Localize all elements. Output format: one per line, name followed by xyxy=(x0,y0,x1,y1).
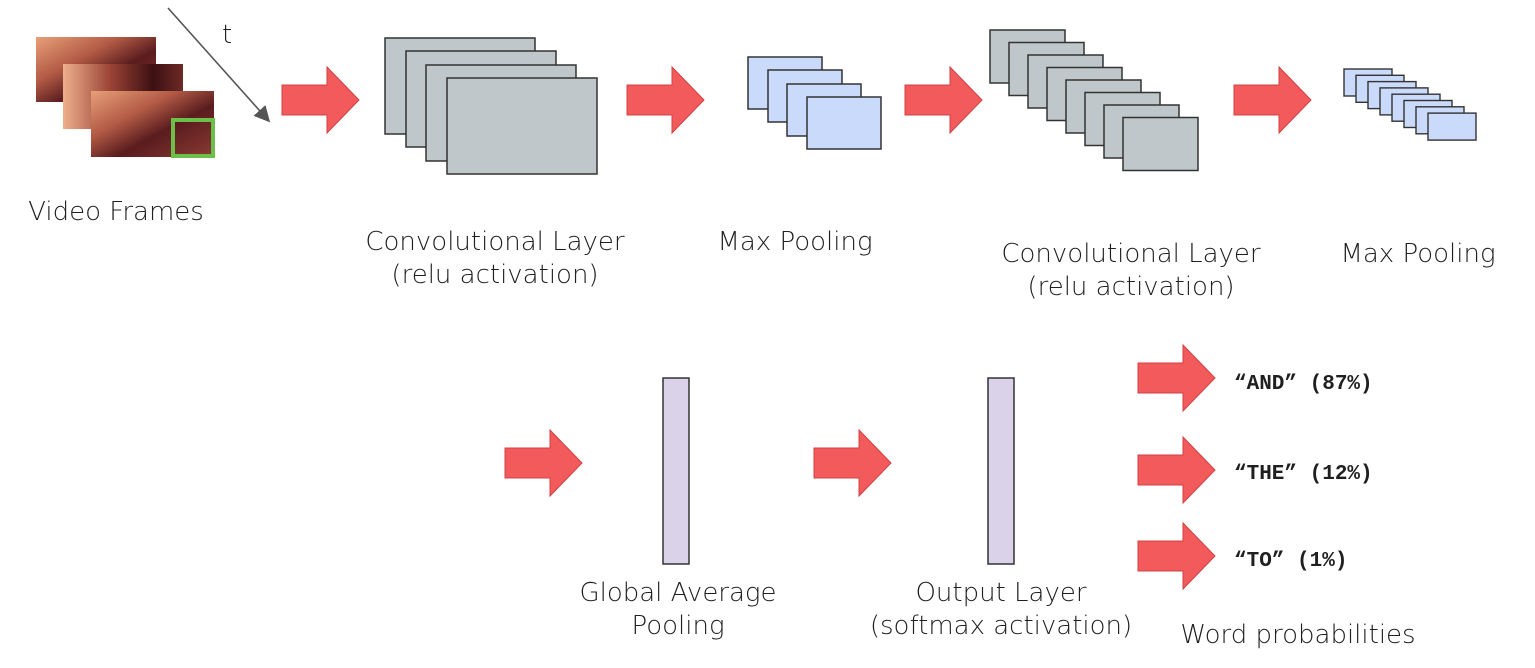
output-word: “TO” xyxy=(1234,550,1285,573)
pool-layer-1-stack xyxy=(747,56,882,150)
word-probabilities-label: Word probabilities xyxy=(1180,620,1416,650)
output-probability: (12%) xyxy=(1309,463,1373,486)
conv-layer-2-stack xyxy=(989,29,1199,172)
conv-layer-1-label: Convolutional Layer (relu activation) xyxy=(365,227,625,290)
max-pooling-2-label: Max Pooling xyxy=(1340,239,1496,269)
output-layer-label: Output Layer (softmax activation) xyxy=(869,578,1133,641)
output-layer-vector xyxy=(987,377,1015,565)
time-axis-arrow xyxy=(167,7,271,123)
pool-2-feature-map xyxy=(1427,112,1477,141)
conv-layer-2-label: Convolutional Layer (relu activation) xyxy=(1001,239,1261,302)
global-average-pooling-label: Global Average Pooling xyxy=(579,578,777,641)
output-word: “AND” xyxy=(1234,373,1298,396)
output-probability: (1%) xyxy=(1297,550,1348,573)
flow-arrow-icon xyxy=(1137,343,1216,413)
flow-arrow-icon xyxy=(1137,521,1216,591)
flow-arrow-icon xyxy=(281,65,360,135)
receptive-field-highlight xyxy=(171,118,215,158)
video-frames-stack xyxy=(36,37,215,158)
output-probability: (87%) xyxy=(1309,373,1373,396)
output-word-row: “THE” (12%) xyxy=(1234,463,1373,486)
flow-arrow-icon xyxy=(904,65,983,135)
global-average-pooling-vector xyxy=(662,377,690,565)
conv-layer-1-stack xyxy=(384,37,598,175)
pool-layer-2-stack xyxy=(1343,68,1477,141)
flow-arrows xyxy=(281,65,1312,591)
output-word: “THE” xyxy=(1234,463,1298,486)
flow-arrow-icon xyxy=(504,428,583,498)
video-frame-3 xyxy=(91,91,214,157)
output-word-row: “TO” (1%) xyxy=(1234,550,1347,573)
conv-2-feature-map xyxy=(1122,116,1199,172)
flow-arrow-icon xyxy=(813,428,892,498)
time-axis-label: t xyxy=(222,20,233,50)
flow-arrow-icon xyxy=(1233,65,1312,135)
flow-arrow-icon xyxy=(626,65,705,135)
output-word-row: “AND” (87%) xyxy=(1234,373,1373,396)
video-frames-label: Video Frames xyxy=(28,197,204,227)
max-pooling-1-label: Max Pooling xyxy=(717,227,873,257)
flow-arrow-icon xyxy=(1137,435,1216,505)
